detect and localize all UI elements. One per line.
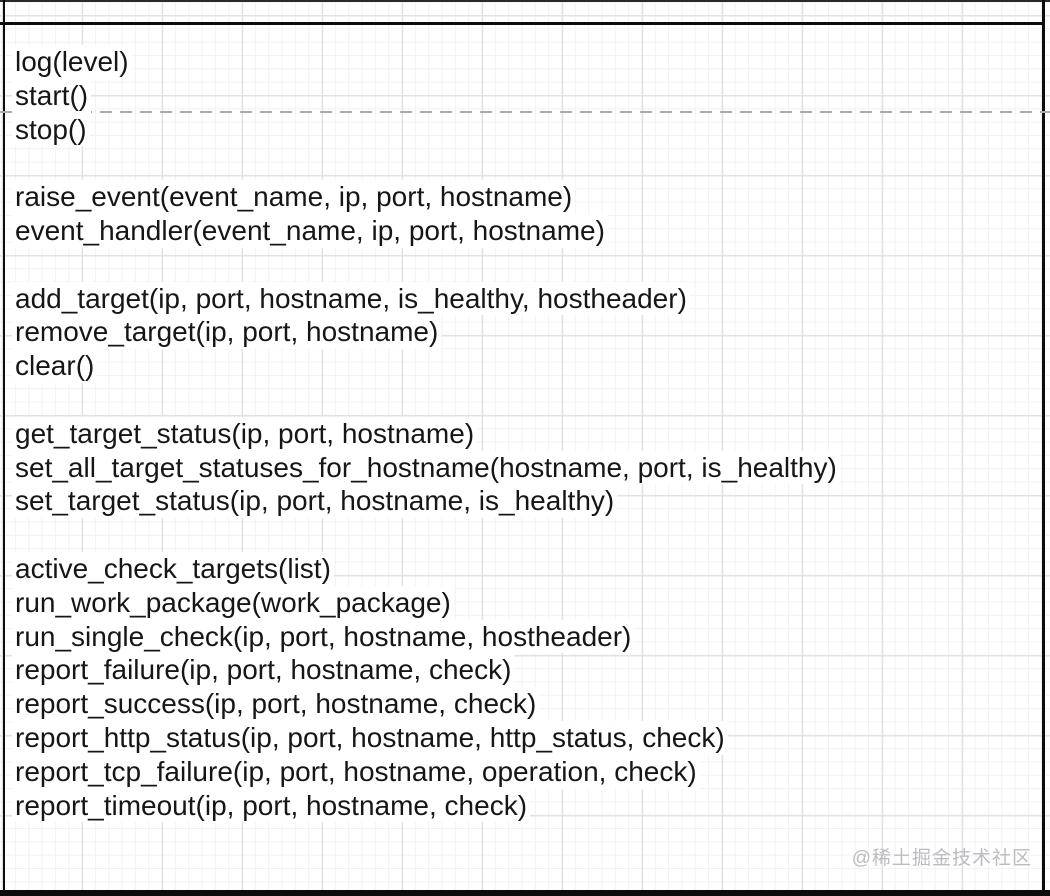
method-signature: report_tcp_failure(ip, port, hostname, o… xyxy=(12,754,700,789)
method-line: add_target(ip, port, hostname, is_health… xyxy=(12,281,840,316)
method-line: report_failure(ip, port, hostname, check… xyxy=(12,653,840,688)
method-signature: set_all_target_statuses_for_hostname(hos… xyxy=(12,450,840,485)
method-line: event_handler(event_name, ip, port, host… xyxy=(12,213,840,248)
method-line: clear() xyxy=(12,349,840,383)
method-line: run_work_package(work_package) xyxy=(12,585,840,620)
method-signature: start() xyxy=(12,78,92,113)
method-line: report_timeout(ip, port, hostname, check… xyxy=(12,788,840,823)
method-signature: report_timeout(ip, port, hostname, check… xyxy=(12,788,531,823)
method-line: report_http_status(ip, port, hostname, h… xyxy=(12,720,840,755)
method-group-spacer xyxy=(12,146,840,180)
method-signature: stop() xyxy=(12,112,90,147)
method-line: remove_target(ip, port, hostname) xyxy=(12,315,840,350)
class-box-right-border xyxy=(1041,0,1045,896)
method-line: set_all_target_statuses_for_hostname(hos… xyxy=(12,450,840,485)
method-signature: raise_event(event_name, ip, port, hostna… xyxy=(12,180,576,214)
method-line: start() xyxy=(12,78,840,113)
methods-list: log(level)start()stop() raise_event(event… xyxy=(12,45,840,823)
method-line: get_target_status(ip, port, hostname) xyxy=(12,416,840,451)
method-group-spacer xyxy=(12,383,840,417)
method-signature: event_handler(event_name, ip, port, host… xyxy=(12,213,608,248)
method-line: stop() xyxy=(12,112,840,147)
method-line: report_tcp_failure(ip, port, hostname, o… xyxy=(12,754,840,789)
method-line: log(level) xyxy=(12,45,840,79)
class-box-top-edge xyxy=(0,0,1050,2)
method-signature: report_failure(ip, port, hostname, check… xyxy=(12,653,515,688)
method-signature: add_target(ip, port, hostname, is_health… xyxy=(12,281,690,316)
method-line: report_success(ip, port, hostname, check… xyxy=(12,687,840,721)
method-signature: run_single_check(ip, port, hostname, hos… xyxy=(12,619,635,654)
dashed-divider-line xyxy=(0,111,1050,114)
method-group-spacer xyxy=(12,248,840,282)
watermark-text: @稀土掘金技术社区 xyxy=(851,848,1032,869)
method-signature: run_work_package(work_package) xyxy=(12,585,454,620)
method-group-spacer xyxy=(12,518,840,552)
method-signature: report_success(ip, port, hostname, check… xyxy=(12,687,540,721)
compartment-separator-line xyxy=(0,21,1044,25)
method-signature: active_check_targets(list) xyxy=(12,551,334,586)
method-signature: report_http_status(ip, port, hostname, h… xyxy=(12,720,728,755)
class-box-bottom-border xyxy=(0,890,1050,896)
method-signature: remove_target(ip, port, hostname) xyxy=(12,315,442,350)
method-line: run_single_check(ip, port, hostname, hos… xyxy=(12,619,840,654)
method-line: active_check_targets(list) xyxy=(12,551,840,586)
method-signature: log(level) xyxy=(12,45,132,79)
method-signature: set_target_status(ip, port, hostname, is… xyxy=(12,484,618,519)
method-line: set_target_status(ip, port, hostname, is… xyxy=(12,484,840,519)
class-box-left-border xyxy=(3,0,6,896)
method-line: raise_event(event_name, ip, port, hostna… xyxy=(12,180,840,214)
method-signature: clear() xyxy=(12,349,98,383)
method-signature: get_target_status(ip, port, hostname) xyxy=(12,416,478,451)
